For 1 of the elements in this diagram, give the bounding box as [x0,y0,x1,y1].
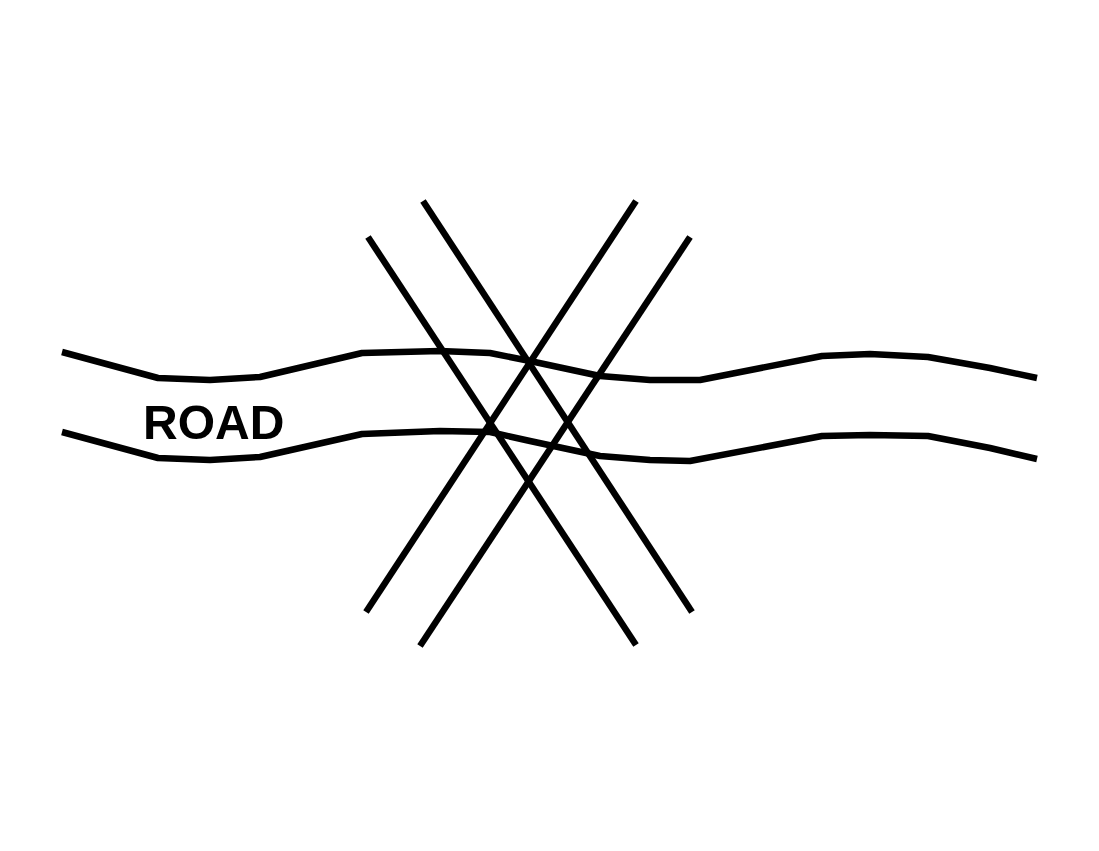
road-label: ROAD [143,399,285,447]
